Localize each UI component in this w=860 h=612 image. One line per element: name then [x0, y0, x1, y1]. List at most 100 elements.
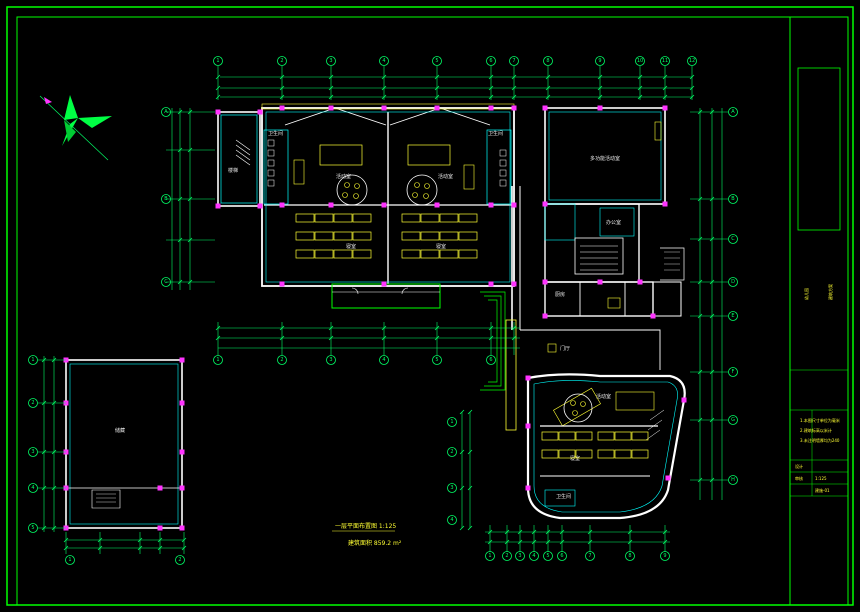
bed-5 [575, 449, 593, 459]
bed-1 [614, 431, 632, 441]
column-42 [525, 375, 531, 381]
axis-bubble-bottom-5: 5 [543, 551, 553, 561]
bed-6 [439, 231, 459, 241]
bedroom-left: 寝室 [295, 213, 372, 259]
room-label-activity-right: 活动室 [438, 173, 453, 180]
stair-core: 办公室 [544, 203, 640, 283]
svg-text:8: 8 [546, 58, 549, 64]
svg-text:5: 5 [435, 357, 438, 363]
axis-bubble-annex-left-1: 1 [28, 355, 38, 365]
room-label-multi-hall: 多功能活动室 [590, 155, 620, 162]
column-18 [488, 281, 494, 287]
axis-bubble-right-E: E [728, 311, 738, 321]
svg-text:5: 5 [435, 58, 438, 64]
axis-bubble-top-4: 4 [379, 56, 389, 66]
room-label-office: 办公室 [606, 219, 621, 226]
bed-0 [541, 431, 559, 441]
svg-text:9: 9 [663, 553, 666, 559]
drawing-subtitle: 建筑面积 859.2 m² [348, 539, 402, 547]
svg-text:3: 3 [518, 553, 521, 559]
axis-bubble-top-12: 12 [687, 56, 697, 66]
axis-bubble-right-G: G [728, 415, 738, 425]
column-24 [662, 201, 668, 207]
bed-7 [352, 231, 372, 241]
svg-text:6: 6 [489, 58, 492, 64]
room-label-activity-left: 活动室 [336, 173, 351, 180]
axis-bubble-bottom-6: 6 [557, 551, 567, 561]
title-block-drawing-name: 建筑方案 [827, 284, 833, 300]
title-block-project: 幼儿园 [803, 288, 809, 300]
svg-text:2: 2 [31, 400, 34, 406]
annex-plan: 储藏 [65, 359, 183, 529]
column-28 [650, 313, 656, 319]
column-1 [215, 203, 221, 209]
classroom-block [261, 103, 515, 287]
room-label-bedroom-left: 寝室 [346, 243, 356, 250]
svg-text:7: 7 [512, 58, 515, 64]
bed-11 [458, 249, 478, 259]
axis-bubble-annex-left-5: 5 [28, 523, 38, 533]
bed-5 [314, 231, 334, 241]
axis-bubble-pod-left-4: 4 [447, 515, 457, 525]
title-block-drawn: 设计 [795, 463, 803, 469]
bed-2 [575, 431, 593, 441]
column-15 [511, 202, 517, 208]
bed-3 [352, 213, 372, 223]
title-block-scale: 1:125 [815, 476, 827, 481]
svg-text:E: E [731, 313, 734, 319]
axis-bubble-top-6: 6 [486, 56, 496, 66]
column-23 [542, 201, 548, 207]
column-14 [488, 202, 494, 208]
bed-4 [295, 231, 315, 241]
axis-bubble-annex-left-4: 4 [28, 483, 38, 493]
bed-1 [558, 431, 576, 441]
bed-0 [401, 213, 421, 223]
svg-text:1: 1 [31, 357, 34, 363]
axis-bubble-right-B: B [728, 194, 738, 204]
bed-3 [458, 213, 478, 223]
column-26 [597, 279, 603, 285]
axis-bubble-mid-5: 5 [432, 355, 442, 365]
svg-text:2: 2 [505, 553, 508, 559]
bed-0 [597, 431, 615, 441]
axis-bubble-bottom-1: 1 [485, 551, 495, 561]
column-37 [157, 485, 163, 491]
lobby: 门厅 [520, 329, 661, 370]
corridor-link [480, 186, 521, 431]
axis-bubble-right-C: C [728, 234, 738, 244]
toilet-right: 卫生间 [486, 129, 512, 205]
svg-text:H: H [731, 477, 735, 483]
svg-text:G: G [731, 417, 735, 423]
svg-text:4: 4 [382, 58, 385, 64]
column-20 [542, 105, 548, 111]
axis-bubble-mid-1: 1 [213, 355, 223, 365]
svg-text:2: 2 [450, 449, 453, 455]
column-12 [381, 202, 387, 208]
column-4 [279, 105, 285, 111]
bed-4 [614, 449, 632, 459]
bed-8 [295, 249, 315, 259]
top-dimension-lines [220, 76, 692, 98]
bed-6 [333, 231, 353, 241]
structural-columns [63, 105, 687, 531]
bed-3 [541, 449, 559, 459]
bed-2 [333, 213, 353, 223]
bed-9 [314, 249, 334, 259]
activity-room-right: 活动室 [406, 144, 475, 206]
svg-text:1: 1 [488, 553, 491, 559]
bed-7 [458, 231, 478, 241]
room-label-kitchen: 厨房 [555, 291, 565, 298]
column-38 [179, 485, 185, 491]
svg-text:12: 12 [689, 58, 695, 64]
svg-text:11: 11 [662, 58, 668, 64]
axis-bubble-top-1: 1 [213, 56, 223, 66]
axis-bubble-bottom-8: 8 [625, 551, 635, 561]
title-block-note-2: 2.建筑标高以米计 [800, 427, 832, 433]
bed-1 [420, 213, 440, 223]
bed-8 [401, 249, 421, 259]
svg-text:1: 1 [450, 419, 453, 425]
column-44 [525, 485, 531, 491]
bed-4 [558, 449, 576, 459]
svg-text:B: B [731, 196, 735, 202]
